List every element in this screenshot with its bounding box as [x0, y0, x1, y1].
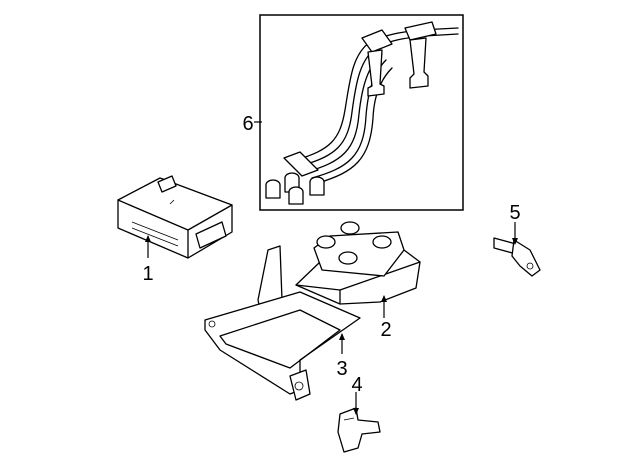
upper-boot-right [409, 37, 429, 89]
sensor-right [493, 237, 541, 277]
lower-boots [265, 172, 325, 205]
callout-4: 4 [351, 374, 362, 396]
control-module [117, 175, 233, 259]
sensor-lower [337, 407, 381, 453]
callout-1: 1 [142, 263, 153, 285]
mounting-bracket [204, 245, 361, 401]
callout-3: 3 [336, 358, 347, 380]
coil-towers [316, 221, 392, 265]
callout-2: 2 [380, 319, 391, 341]
callout-6: 6 [242, 113, 253, 135]
ignition-coil [295, 221, 421, 305]
upper-boot-left [367, 49, 385, 97]
inset-frame [259, 14, 464, 211]
callout-5: 5 [509, 202, 520, 224]
spark-plug-wire-set [265, 21, 459, 205]
